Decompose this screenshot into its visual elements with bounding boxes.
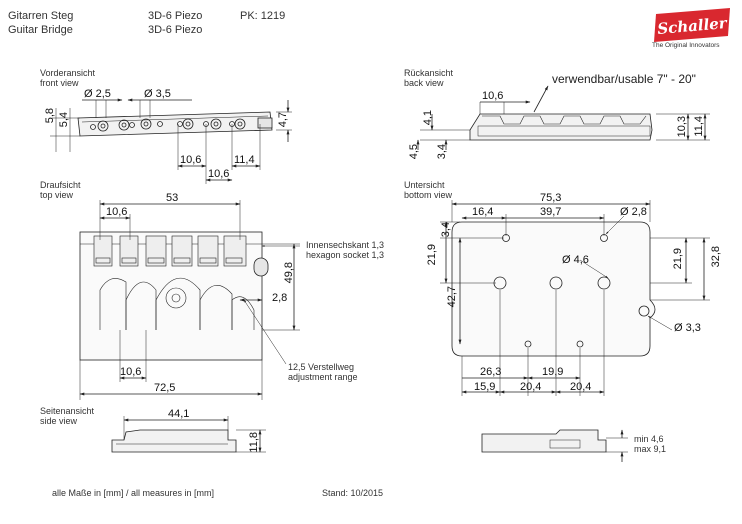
front-view-drawing: [50, 98, 292, 184]
model-name: 3D-6 Piezo: [148, 10, 203, 22]
back-usable-note: verwendbar/usable 7" - 20": [552, 72, 696, 86]
top-dim-d: 2,8: [272, 292, 288, 304]
adjust-range-en: adjustment range: [288, 372, 358, 382]
back-view-title-de: Rückansicht: [404, 68, 454, 78]
pk-number: PK: 1219: [240, 10, 286, 22]
side-view-drawing: [111, 416, 266, 453]
bottom-dim-a: 16,4: [472, 206, 494, 218]
top-dim-c: 49,8: [283, 262, 295, 284]
bottom-dim-m: 15,9: [474, 381, 496, 393]
hex-socket-en: hexagon socket 1,3: [306, 250, 385, 260]
back-dim-h1: 4,1: [422, 110, 434, 126]
product-name-en: Guitar Bridge: [8, 24, 73, 36]
back-view-drawing: [416, 85, 710, 150]
bottom-dim-b: 39,7: [540, 206, 562, 218]
back-dim-h3: 3,4: [436, 144, 448, 160]
back-dim-w: 10,6: [482, 90, 504, 102]
side-2-min: min 4,6: [634, 434, 664, 444]
adjust-range-de: 12,5 Verstellweg: [288, 362, 355, 372]
back-dim-h2: 4,5: [408, 144, 420, 160]
bottom-dim-h: 32,8: [710, 246, 722, 268]
bottom-dim-g: 21,9: [672, 248, 684, 270]
schaller-logo: Schaller The Original Innovators: [648, 6, 734, 52]
bottom-dim-l: 19,9: [542, 366, 564, 378]
bottom-dim-w: 75,3: [540, 192, 562, 204]
bottom-dim-k: 26,3: [480, 366, 502, 378]
bottom-view-title-en: bottom view: [404, 190, 453, 200]
bottom-dim-i: 42,7: [446, 286, 458, 308]
top-dim-e: 10,6: [120, 366, 142, 378]
side-view-2-drawing: [481, 429, 628, 462]
stand-date: Stand: 10/2015: [322, 488, 384, 498]
front-dim-s1: 10,6: [180, 154, 202, 166]
front-view-title-de: Vorderansicht: [40, 68, 96, 78]
bottom-dim-j: Ø 3,3: [674, 322, 701, 334]
top-view-drawing: [79, 200, 300, 400]
front-dim-h2: 5,4: [58, 112, 70, 128]
front-dim-h1: 5,8: [44, 108, 56, 124]
top-dim-b: 10,6: [106, 206, 128, 218]
product-name-de: Gitarren Steg: [8, 10, 74, 22]
front-dim-s2: 11,4: [234, 154, 255, 166]
side-view-title-en: side view: [40, 416, 78, 426]
hex-socket-de: Innensechskant 1,3: [306, 240, 385, 250]
back-dim-r1: 10,3: [676, 116, 688, 138]
bottom-dim-n: 20,4: [520, 381, 542, 393]
bottom-dim-e: 21,9: [426, 244, 438, 266]
units-note: alle Maße in [mm] / all measures in [mm]: [52, 488, 215, 498]
bottom-view-title-de: Untersicht: [404, 180, 445, 190]
model-name-2: 3D-6 Piezo: [148, 24, 203, 36]
front-dim-s3: 10,6: [208, 168, 230, 180]
side-2-max: max 9,1: [634, 444, 667, 454]
front-dim-h3: 4,7: [277, 112, 289, 128]
top-view-title-en: top view: [40, 190, 74, 200]
logo-graphic: Schaller: [654, 8, 730, 42]
bottom-dim-f: Ø 4,6: [562, 254, 589, 266]
front-dim-d1: Ø 2,5: [84, 88, 111, 100]
front-view-title-en: front view: [40, 78, 79, 88]
bottom-dim-c: Ø 2,8: [620, 206, 647, 218]
back-dim-r2: 11,4: [693, 116, 705, 137]
side-dim-len: 44,1: [168, 408, 190, 420]
logo-tagline: The Original Innovators: [652, 42, 720, 49]
front-dim-d2: Ø 3,5: [144, 88, 171, 100]
top-view-title-de: Draufsicht: [40, 180, 81, 190]
bottom-dim-o: 20,4: [570, 381, 592, 393]
bottom-view-drawing: [440, 200, 710, 396]
bottom-dim-d: 3,4: [440, 222, 452, 238]
back-view-title-en: back view: [404, 78, 444, 88]
top-dim-a: 53: [166, 192, 179, 204]
side-dim-h: 11,8: [248, 432, 260, 453]
top-dim-f: 72,5: [154, 382, 176, 394]
side-view-title-de: Seitenansicht: [40, 406, 95, 416]
